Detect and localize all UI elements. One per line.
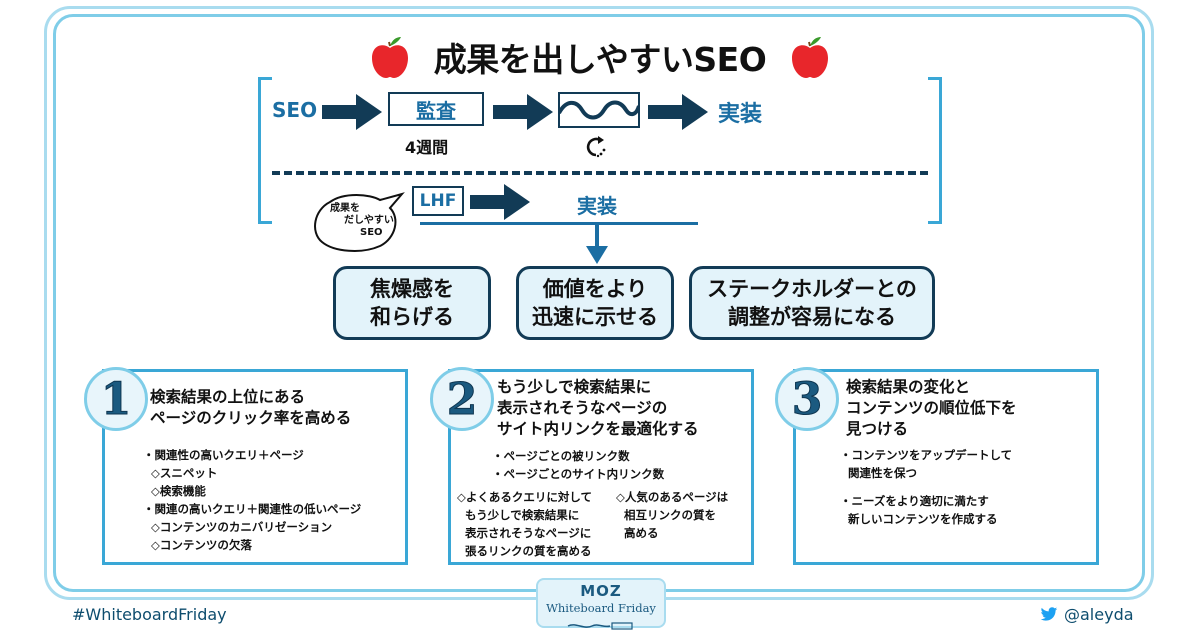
benefit-line: 焦燥感を bbox=[370, 277, 454, 301]
card-3 bbox=[793, 369, 1099, 565]
bullet-item: ・関連性の高いクエリ＋ページ bbox=[143, 448, 304, 462]
handle-text: @aleyda bbox=[1064, 605, 1134, 624]
bullet-item: ◇スニペット bbox=[151, 466, 218, 480]
benefit-box: 焦燥感を 和らげる bbox=[333, 266, 491, 340]
refresh-cycle-icon bbox=[586, 136, 606, 158]
flow-start-label: SEO bbox=[272, 98, 318, 122]
bubble-line: 成果を bbox=[330, 203, 360, 214]
benefit-line: 迅速に示せる bbox=[532, 305, 658, 329]
bullet-item: ◇よくあるクエリに対して bbox=[457, 490, 592, 504]
speech-bubble-text: 成果を だしやすい SEO bbox=[330, 203, 410, 239]
lhf-box: LHF bbox=[412, 186, 464, 216]
title-row: 成果を出しやすいSEO bbox=[0, 34, 1200, 80]
benefit-box: 価値をより 迅速に示せる bbox=[516, 266, 674, 340]
bullet-item: ・関連の高いクエリ＋関連性の低いページ bbox=[143, 502, 362, 516]
number-badge: 1 bbox=[84, 367, 148, 431]
card-title-line: 見つける bbox=[846, 420, 909, 438]
page-title: 成果を出しやすいSEO bbox=[433, 40, 767, 79]
number-badge: 2 bbox=[430, 367, 494, 431]
apple-icon bbox=[371, 37, 408, 78]
flow-bottom-end-label: 実装 bbox=[577, 194, 617, 218]
twitter-handle[interactable]: @aleyda bbox=[1040, 605, 1134, 624]
bullet-item: 新しいコンテンツを作成する bbox=[848, 512, 998, 526]
card-col-left: ◇よくあるクエリに対して もう少しで検索結果に 表示されそうなページに 張るリン… bbox=[457, 488, 592, 560]
bullet-item: 関連性を保つ bbox=[848, 466, 917, 480]
bullet-item: もう少しで検索結果に bbox=[465, 508, 580, 522]
bullet-item: 高める bbox=[624, 526, 659, 540]
down-arrow-icon bbox=[586, 222, 608, 264]
card-title-line: サイト内リンクを最適化する bbox=[497, 420, 699, 438]
arrow-icon bbox=[648, 94, 708, 130]
card-title-line: 表示されそうなページの bbox=[497, 399, 668, 417]
benefit-box: ステークホルダーとの 調整が容易になる bbox=[689, 266, 935, 340]
bullet-item: ◇コンテンツの欠落 bbox=[151, 538, 252, 552]
wave-icon bbox=[558, 92, 640, 128]
hashtag-label: #WhiteboardFriday bbox=[72, 605, 227, 624]
connector-line bbox=[420, 222, 698, 225]
badge-text: Whiteboard Friday bbox=[546, 601, 656, 615]
bullet-item: 表示されそうなページに bbox=[465, 526, 592, 540]
arrow-icon bbox=[470, 184, 530, 220]
card-col-right: ◇人気のあるページは 相互リンクの質を 高める bbox=[616, 488, 728, 542]
bullet-item: 張るリンクの質を高める bbox=[465, 544, 592, 558]
moz-whiteboard-friday-badge: MOZ Whiteboard Friday bbox=[536, 578, 666, 630]
audit-box: 監査 bbox=[388, 92, 484, 126]
dashed-divider bbox=[272, 171, 928, 175]
card-bullets: ・コンテンツをアップデートして 関連性を保つ ・ニーズをより適切に満たす 新しい… bbox=[840, 446, 1012, 528]
card-title-line: ページのクリック率を高める bbox=[150, 409, 352, 427]
audit-duration: 4週間 bbox=[405, 138, 449, 157]
bullet-item: ◇検索機能 bbox=[151, 484, 206, 498]
apple-icon bbox=[792, 37, 829, 78]
bubble-line: だしやすい bbox=[344, 215, 394, 226]
benefit-line: 調整が容易になる bbox=[728, 305, 896, 329]
card-title-line: もう少しで検索結果に bbox=[497, 378, 652, 396]
card-title-line: 検索結果の変化と bbox=[846, 378, 971, 396]
benefit-line: 和らげる bbox=[370, 305, 454, 329]
bullet-item: 相互リンクの質を bbox=[624, 508, 716, 522]
bullet-item: ・ニーズをより適切に満たす bbox=[840, 494, 989, 508]
card-bullets: ・関連性の高いクエリ＋ページ ◇スニペット ◇検索機能 ・関連の高いクエリ＋関連… bbox=[143, 446, 361, 554]
bullet-item: ・ページごとのサイト内リンク数 bbox=[492, 467, 665, 481]
card-title: もう少しで検索結果に 表示されそうなページの サイト内リンクを最適化する bbox=[497, 377, 699, 440]
twitter-bird-icon bbox=[1040, 607, 1058, 621]
right-bracket bbox=[928, 77, 942, 224]
card-title-line: コンテンツの順位低下を bbox=[846, 399, 1017, 417]
bullet-item: ◇人気のあるページは bbox=[616, 490, 729, 504]
bubble-line: SEO bbox=[360, 227, 383, 238]
bullet-item: ◇コンテンツのカニバリゼーション bbox=[151, 520, 333, 534]
moz-logo: MOZ bbox=[580, 582, 622, 600]
left-bracket bbox=[258, 77, 272, 224]
bullet-item: ・ページごとの被リンク数 bbox=[492, 449, 630, 463]
benefit-line: 価値をより bbox=[542, 277, 648, 301]
arrow-icon bbox=[322, 94, 382, 130]
card-2 bbox=[448, 369, 754, 565]
card-title-line: 検索結果の上位にある bbox=[150, 388, 306, 406]
arrow-icon bbox=[493, 94, 553, 130]
benefit-line: ステークホルダーとの bbox=[707, 277, 917, 301]
card-title: 検索結果の変化と コンテンツの順位低下を 見つける bbox=[846, 377, 1017, 440]
card-1 bbox=[102, 369, 408, 565]
flow-top-end-label: 実装 bbox=[718, 102, 763, 127]
number-badge: 3 bbox=[775, 367, 839, 431]
marker-squiggle-icon bbox=[567, 622, 633, 630]
card-bullets: ・ページごとの被リンク数 ・ページごとのサイト内リンク数 bbox=[492, 447, 664, 483]
bullet-item: ・コンテンツをアップデートして bbox=[840, 448, 1013, 462]
card-title: 検索結果の上位にある ページのクリック率を高める bbox=[150, 387, 351, 429]
speech-bubble-icon bbox=[314, 192, 405, 252]
